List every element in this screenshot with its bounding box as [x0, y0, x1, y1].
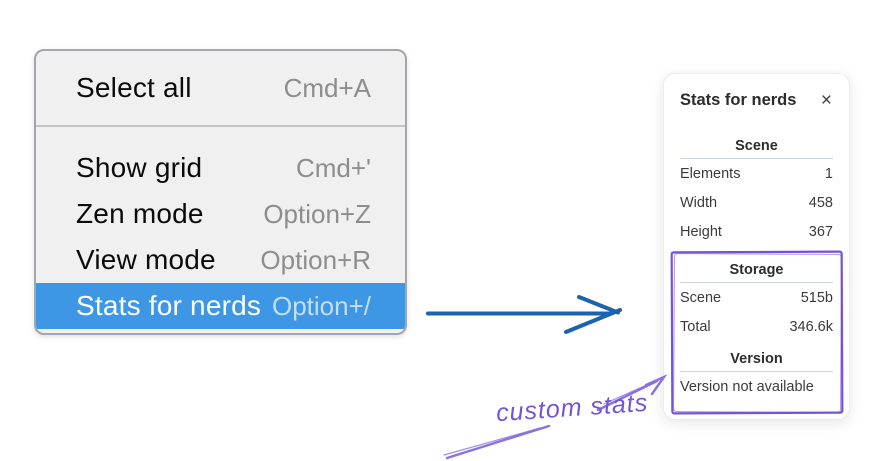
stat-value: 346.6k — [789, 318, 833, 335]
menu-item-label: Show grid — [76, 152, 203, 183]
stat-label: Total — [680, 318, 711, 335]
stat-value: 1 — [824, 165, 833, 182]
menu-item-label: Zen mode — [76, 198, 204, 229]
stat-label: Width — [680, 194, 718, 211]
stat-label: Height — [680, 223, 722, 240]
menu-item-select-all[interactable]: Select all Cmd+A — [36, 65, 405, 111]
stat-row-width: Width 458 — [680, 188, 833, 217]
menu-item-shortcut: Option+R — [260, 244, 371, 275]
menu-divider — [36, 125, 405, 127]
stat-value: 515b — [800, 289, 833, 306]
menu-item-label: Select all — [76, 72, 192, 103]
section-heading: Storage — [729, 262, 784, 278]
section-heading: Scene — [735, 138, 778, 154]
stat-value: 458 — [808, 194, 833, 211]
menu-section-top: Select all Cmd+A — [36, 51, 405, 125]
menu-item-shortcut: Cmd+' — [295, 152, 371, 183]
flow-arrow — [426, 295, 622, 334]
section-rule — [680, 158, 833, 159]
menu-item-stats-for-nerds[interactable]: Stats for nerds Option+/ — [36, 283, 405, 329]
menu-item-label: Stats for nerds — [76, 290, 262, 321]
menu-item-show-grid[interactable]: Show grid Cmd+' — [36, 145, 405, 191]
stats-panel-header: Stats for nerds × — [680, 90, 833, 110]
menu-item-zen-mode[interactable]: Zen mode Option+Z — [36, 191, 405, 237]
close-icon[interactable]: × — [820, 89, 832, 111]
version-note: Version not available — [680, 378, 814, 395]
stats-section-storage: Storage Scene 515b Total 346.6k — [680, 260, 833, 341]
menu-item-shortcut: Option+Z — [263, 198, 371, 229]
menu-item-shortcut: Option+/ — [271, 290, 371, 321]
stats-section-version: Version Version not available — [680, 349, 833, 401]
annotation-arrow — [596, 374, 668, 412]
stat-row-total-size: Total 346.6k — [680, 312, 833, 341]
stat-label: Elements — [680, 165, 741, 182]
menu-item-view-mode[interactable]: View mode Option+R — [36, 237, 405, 283]
menu-item-label: View mode — [76, 244, 216, 275]
menu-item-shortcut: Cmd+A — [283, 72, 371, 103]
stat-row-height: Height 367 — [680, 217, 833, 246]
annotation-underline — [443, 424, 551, 460]
stats-panel: Stats for nerds × Scene Elements 1 Width… — [663, 73, 850, 420]
stats-panel-title: Stats for nerds — [680, 90, 797, 109]
stats-section-scene: Scene Elements 1 Width 458 Height 367 — [680, 136, 833, 246]
context-menu: Select all Cmd+A Show grid Cmd+' Zen mod… — [34, 49, 407, 335]
menu-section-bottom: Show grid Cmd+' Zen mode Option+Z View m… — [36, 127, 405, 329]
stat-row-scene-size: Scene 515b — [680, 283, 833, 312]
annotation-label: custom stats — [495, 388, 650, 428]
stat-label: Scene — [680, 289, 722, 306]
stat-value: 367 — [808, 223, 833, 240]
section-heading: Version — [730, 351, 783, 367]
stat-row-elements: Elements 1 — [680, 159, 833, 188]
